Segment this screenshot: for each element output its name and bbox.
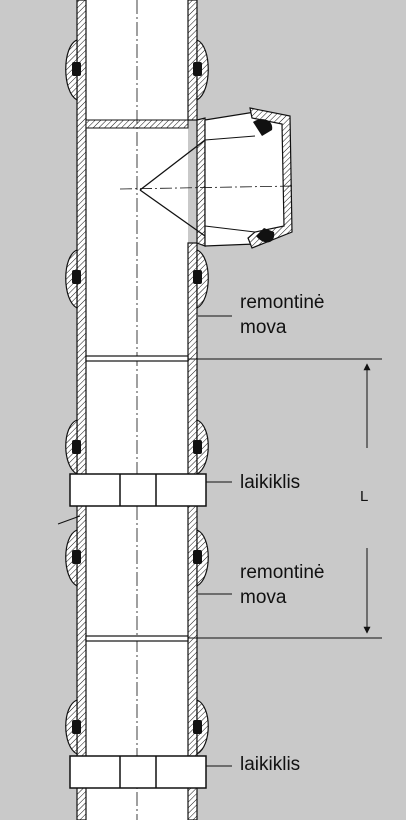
left-pipe-wall: [76, 0, 87, 820]
clamp-bottom: [69, 755, 207, 789]
right-pipe-wall: [187, 0, 198, 820]
leader-lines: [57, 315, 232, 767]
seal-rings: [72, 62, 202, 734]
sleeve-joint-top: [85, 355, 189, 362]
sleeve-joint-bottom: [85, 635, 189, 642]
sleeve-label-bottom: remontinė mova: [240, 560, 325, 610]
clamp-label-top: laikiklis: [240, 472, 301, 493]
tee-branch: [119, 107, 296, 249]
clamp-top: [69, 473, 207, 507]
sleeve-label-top: remontinė mova: [240, 290, 325, 340]
dimension-l: [188, 358, 382, 639]
clamp-label-bottom: laikiklis: [240, 754, 301, 775]
socket-bulges: [65, 39, 209, 756]
sleeve-label-bottom-line1: remontinė: [240, 562, 325, 583]
length-label: L: [360, 488, 369, 505]
sleeve-label-bottom-line2: mova: [240, 587, 287, 608]
sleeve-label-top-line1: remontinė: [240, 292, 325, 313]
sleeve-label-top-line2: mova: [240, 317, 287, 338]
